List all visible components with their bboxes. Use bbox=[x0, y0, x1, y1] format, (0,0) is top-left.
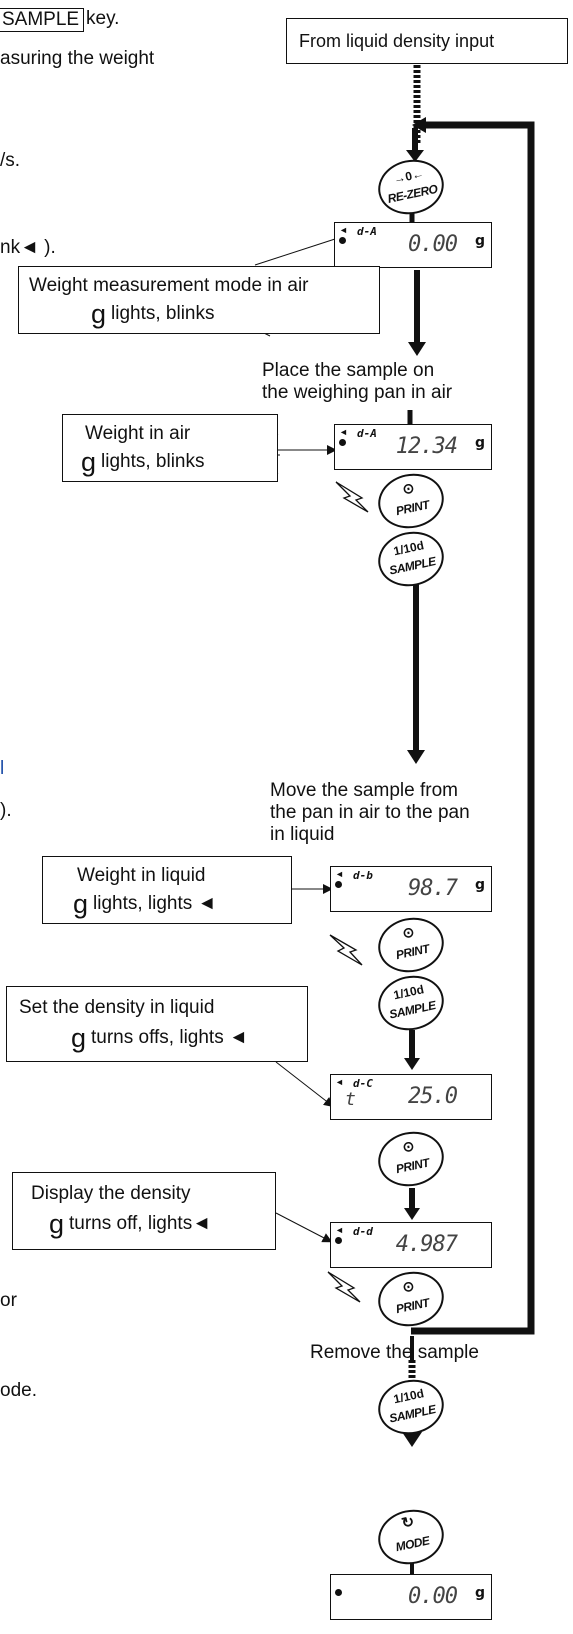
display-mode-text: d-A bbox=[357, 225, 377, 238]
display-value: 0.00 bbox=[408, 1584, 458, 1609]
display-value: 98.7 bbox=[408, 876, 458, 901]
step-move-sample-1: Move the sample from bbox=[270, 780, 458, 801]
left-text-line-8: ode. bbox=[0, 1380, 37, 1401]
print-key-label: PRINT bbox=[394, 941, 431, 963]
callout-air-mode: Weight measurement mode in air g lights,… bbox=[18, 266, 380, 334]
loop-arrowhead bbox=[412, 117, 426, 133]
display-unit: g bbox=[474, 1585, 485, 1601]
header-box-text: From liquid density input bbox=[299, 31, 495, 51]
display-mode-text: d-b bbox=[353, 869, 373, 882]
display-unit: g bbox=[474, 233, 485, 249]
display-d5: ◄ d-d 4.987 bbox=[330, 1222, 492, 1268]
callout-line-1: Display the density bbox=[31, 1183, 191, 1204]
left-text-line-5: l bbox=[0, 758, 5, 779]
triangle-icon: ◄ bbox=[339, 427, 348, 437]
callout-line-1: Weight in liquid bbox=[77, 865, 206, 886]
print-key-label: PRINT bbox=[394, 497, 431, 519]
step-move-sample-2: the pan in air to the pan bbox=[270, 802, 470, 823]
callout-line-2: turns off, lights◄ bbox=[69, 1213, 212, 1234]
triangle-icon: ◄ bbox=[335, 869, 344, 879]
display-d1: ◄ d-A 0.00 g bbox=[334, 222, 492, 268]
left-text-line-7: or bbox=[0, 1290, 17, 1311]
header-box: From liquid density input bbox=[286, 18, 568, 64]
display-prefix: t bbox=[345, 1089, 356, 1110]
callout-line-1: Weight measurement mode in air bbox=[29, 275, 309, 296]
left-text-line-6: ). bbox=[0, 800, 12, 821]
callout1-line bbox=[254, 238, 336, 266]
display-unit: g bbox=[474, 877, 485, 893]
callout-weight-in-liquid: Weight in liquid g lights, lights ◄ bbox=[42, 856, 292, 924]
display-mode-text: d-A bbox=[357, 427, 377, 440]
left-text-line-4: nk◄ ). bbox=[0, 237, 56, 258]
callout-line-1: Weight in air bbox=[85, 423, 191, 444]
left-text-line-2: asuring the weight bbox=[0, 48, 155, 69]
display-d3: ◄ d-b 98.7 g bbox=[330, 866, 492, 912]
step-place-sample-1: Place the sample on bbox=[262, 360, 435, 381]
step-move-sample-3: in liquid bbox=[270, 824, 335, 845]
print-flash-1 bbox=[335, 481, 369, 513]
mode-key-label: MODE bbox=[394, 1533, 431, 1555]
callout-line-2: turns offs, lights ◄ bbox=[91, 1027, 248, 1048]
sample-key-tag: SAMPLE bbox=[0, 8, 85, 32]
stable-dot-icon bbox=[335, 1237, 342, 1244]
display-value: 4.987 bbox=[395, 1232, 458, 1257]
loop-return-line bbox=[411, 121, 535, 1335]
callout-line-2: lights, lights ◄ bbox=[93, 893, 217, 914]
callout-g-symbol: g bbox=[49, 1209, 65, 1239]
print-flash-3 bbox=[327, 1271, 361, 1303]
display-mode-text: d-d bbox=[353, 1225, 373, 1238]
left-text-line-1: key. bbox=[86, 8, 120, 29]
callout-line-2: lights, blinks bbox=[101, 451, 205, 472]
stable-dot-icon bbox=[335, 881, 342, 888]
callout-g-symbol: g bbox=[91, 299, 107, 329]
step-place-sample-2: the weighing pan in air bbox=[262, 382, 453, 403]
stable-dot-icon bbox=[339, 439, 346, 446]
callout-g-symbol: g bbox=[81, 447, 97, 477]
print-key-label: PRINT bbox=[394, 1295, 431, 1317]
display-value: 25.0 bbox=[408, 1084, 458, 1109]
callout-weight-in-air: Weight in air g lights, blinks bbox=[62, 414, 278, 482]
callout-display-density: Display the density g turns off, lights◄ bbox=[12, 1172, 276, 1250]
triangle-icon: ◄ bbox=[339, 225, 348, 235]
left-text-line-3: /s. bbox=[0, 150, 21, 171]
callout-set-density: Set the density in liquid g turns offs, … bbox=[6, 986, 308, 1062]
triangle-icon: ◄ bbox=[335, 1225, 344, 1235]
callout-line-2: lights, blinks bbox=[111, 303, 215, 324]
print-key-label: PRINT bbox=[394, 1155, 431, 1177]
triangle-icon: ◄ bbox=[335, 1077, 344, 1087]
display-d2: ◄ d-A 12.34 g bbox=[334, 424, 492, 470]
callout-line-1: Set the density in liquid bbox=[19, 997, 215, 1018]
stable-dot-icon bbox=[339, 237, 346, 244]
display-value: 12.34 bbox=[395, 434, 458, 459]
callout5-line bbox=[275, 1212, 333, 1243]
print-flash-2 bbox=[329, 934, 363, 966]
display-d6: 0.00 g bbox=[330, 1574, 492, 1620]
display-d4: ◄ d-C t 25.0 bbox=[330, 1074, 492, 1120]
step-remove-sample: Remove the sample bbox=[310, 1342, 479, 1363]
display-mode-text: d-C bbox=[353, 1077, 373, 1090]
stable-dot-icon bbox=[335, 1589, 342, 1596]
display-unit: g bbox=[474, 435, 485, 451]
callout4-line bbox=[275, 1061, 334, 1108]
display-value: 0.00 bbox=[408, 232, 458, 257]
callout-g-symbol: g bbox=[73, 889, 89, 919]
callout-g-symbol: g bbox=[71, 1023, 87, 1053]
